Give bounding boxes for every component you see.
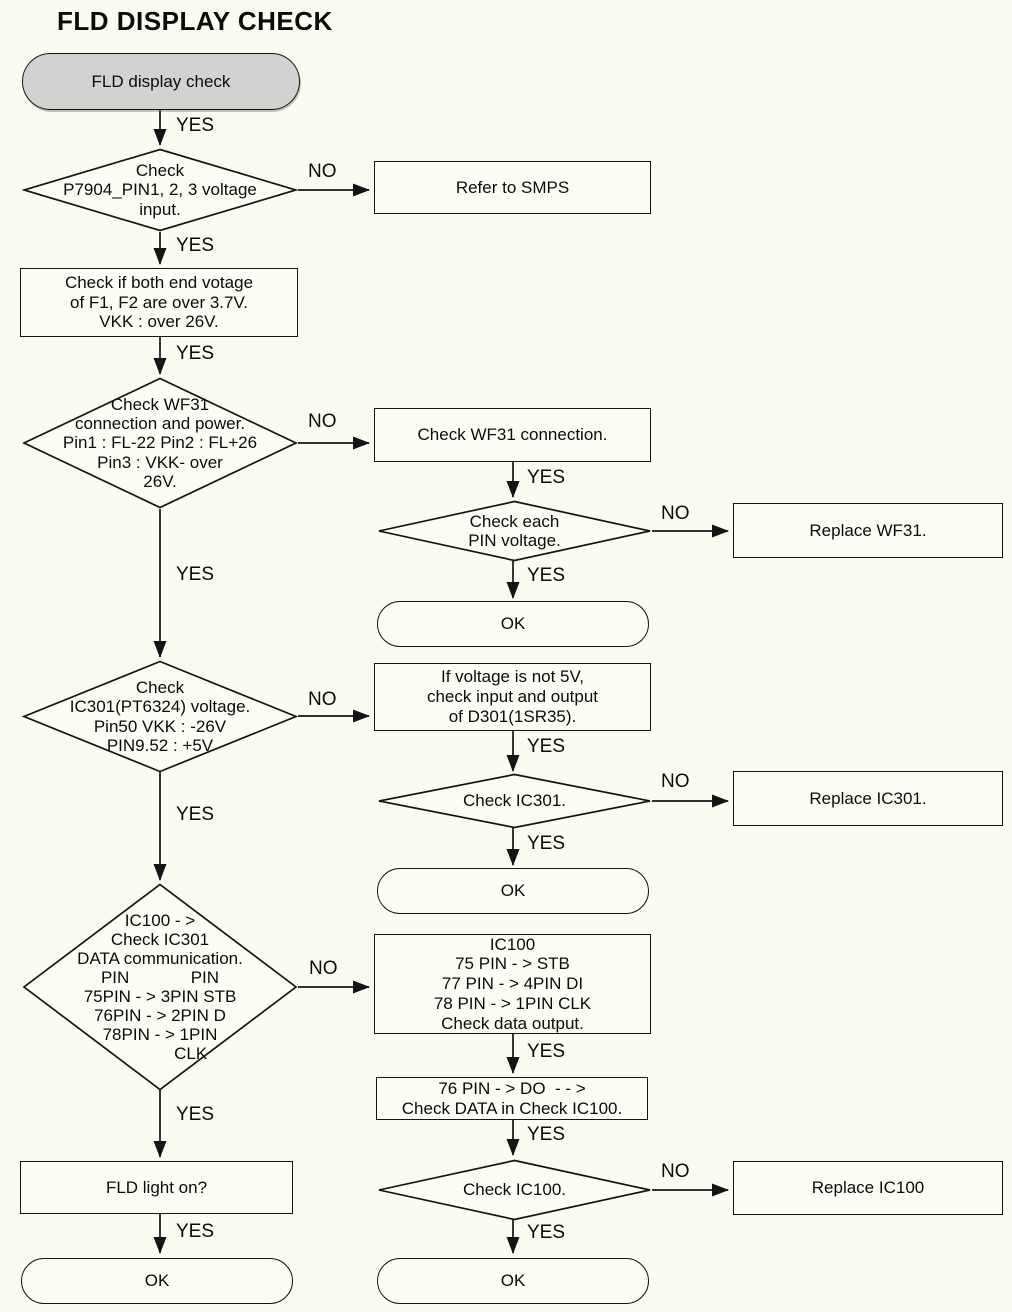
terminator-label: FLD display check xyxy=(91,71,231,91)
process-label: Replace IC100 xyxy=(811,1178,925,1198)
edge-label-yes: YES xyxy=(527,565,566,586)
edge-label-yes: YES xyxy=(176,343,215,364)
decision-label: IC100 - > Check IC301 DATA communication… xyxy=(77,910,243,1064)
edge-label-yes: YES xyxy=(176,1221,215,1242)
process-fld-light-on: FLD light on? xyxy=(20,1161,293,1214)
process-label: FLD light on? xyxy=(105,1177,208,1197)
decision-label: Check each PIN voltage. xyxy=(468,511,561,550)
process-label: Replace IC301. xyxy=(809,788,927,808)
process-f1-f2-check: Check if both end votage of F1, F2 are o… xyxy=(20,268,298,337)
terminator-ok-3: OK xyxy=(377,1258,649,1304)
edge-label-no: NO xyxy=(661,1161,690,1182)
page-title: FLD DISPLAY CHECK xyxy=(57,6,333,36)
edge-label-yes: YES xyxy=(527,736,566,757)
edge-label-yes: YES xyxy=(527,1124,566,1145)
decision-check-ic301: Check IC301. xyxy=(377,773,652,829)
edge-label-yes: YES xyxy=(527,833,566,854)
edge-label-yes: YES xyxy=(527,467,566,488)
process-label: Replace WF31. xyxy=(809,520,927,540)
terminator-label: OK xyxy=(144,1271,170,1291)
edge-label-no: NO xyxy=(661,503,690,524)
decision-label: Check IC301. xyxy=(463,791,566,811)
decision-check-each-pin-voltage: Check each PIN voltage. xyxy=(377,500,652,562)
terminator-ok-4: OK xyxy=(21,1258,293,1304)
edge-label-yes: YES xyxy=(176,564,215,585)
process-replace-ic100: Replace IC100 xyxy=(733,1161,1003,1215)
decision-label: Check WF31 connection and power. Pin1 : … xyxy=(62,395,258,491)
terminator-ok-1: OK xyxy=(377,601,649,647)
process-ic100-data-output: IC100 75 PIN - > STB 77 PIN - > 4PIN DI … xyxy=(374,934,651,1034)
process-label: 76 PIN - > DO - - > Check DATA in Check … xyxy=(401,1078,623,1118)
decision-check-ic100: Check IC100. xyxy=(377,1159,652,1221)
edge-label-no: NO xyxy=(309,958,338,979)
process-label: Refer to SMPS xyxy=(455,177,570,197)
edge-label-yes: YES xyxy=(176,1104,215,1125)
process-76pin-do-check-data: 76 PIN - > DO - - > Check DATA in Check … xyxy=(376,1077,648,1120)
edge-label-no: NO xyxy=(661,771,690,792)
process-label: Check if both end votage of F1, F2 are o… xyxy=(64,272,254,332)
edge-label-no: NO xyxy=(308,161,337,182)
decision-label: Check IC301(PT6324) voltage. Pin50 VKK :… xyxy=(69,678,251,755)
edge-label-yes: YES xyxy=(176,115,215,136)
process-replace-ic301: Replace IC301. xyxy=(733,771,1003,826)
process-label: If voltage is not 5V, check input and ou… xyxy=(426,667,599,726)
process-check-d301: If voltage is not 5V, check input and ou… xyxy=(374,663,651,731)
decision-ic100-ic301-data-communication: IC100 - > Check IC301 DATA communication… xyxy=(22,883,298,1091)
decision-label: Check IC100. xyxy=(463,1180,566,1200)
edge-label-no: NO xyxy=(308,411,337,432)
process-check-wf31-connection: Check WF31 connection. xyxy=(374,408,651,462)
edge-label-yes: YES xyxy=(176,235,215,256)
terminator-label: OK xyxy=(500,881,526,901)
process-replace-wf31: Replace WF31. xyxy=(733,503,1003,558)
decision-wf31-connection-power: Check WF31 connection and power. Pin1 : … xyxy=(22,377,298,509)
terminator-fld-display-check: FLD display check xyxy=(22,53,300,110)
process-refer-smps: Refer to SMPS xyxy=(374,161,651,214)
decision-label: Check P7904_PIN1, 2, 3 voltage input. xyxy=(63,161,257,219)
process-label: Check WF31 connection. xyxy=(417,425,608,445)
terminator-label: OK xyxy=(500,614,526,634)
terminator-ok-2: OK xyxy=(377,868,649,914)
edge-label-no: NO xyxy=(308,689,337,710)
terminator-label: OK xyxy=(500,1271,526,1291)
edge-label-yes: YES xyxy=(527,1222,566,1243)
process-label: IC100 75 PIN - > STB 77 PIN - > 4PIN DI … xyxy=(433,934,592,1033)
edge-label-yes: YES xyxy=(527,1041,566,1062)
edge-label-yes: YES xyxy=(176,804,215,825)
decision-ic301-voltage: Check IC301(PT6324) voltage. Pin50 VKK :… xyxy=(22,660,298,773)
decision-p7904-voltage: Check P7904_PIN1, 2, 3 voltage input. xyxy=(22,148,298,232)
